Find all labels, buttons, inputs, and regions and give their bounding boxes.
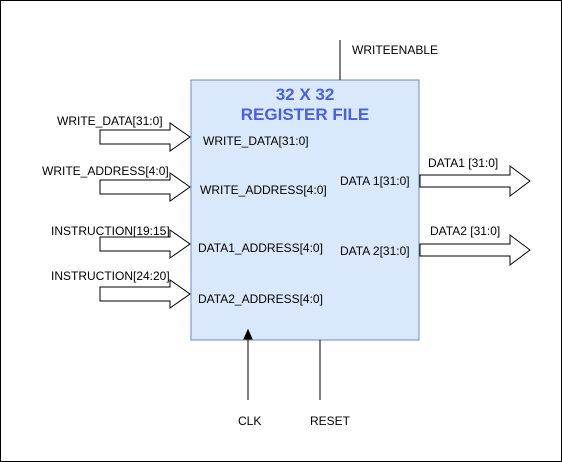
- write-data-port-label: WRITE_DATA[31:0]: [203, 134, 309, 148]
- block-title-line1: 32 X 32: [275, 85, 335, 104]
- write-data-external-label: WRITE_DATA[31:0]: [57, 114, 163, 128]
- clk-arrowhead: [243, 328, 253, 340]
- data1-port-label: DATA 1[31:0]: [340, 174, 410, 188]
- clk-label: CLK: [238, 414, 262, 428]
- instruction-19-15-label: INSTRUCTION[19:15]: [51, 224, 170, 238]
- data1-output-arrow: [419, 165, 531, 197]
- data2-address-port-label: DATA2_ADDRESS[4:0]: [198, 292, 323, 306]
- write-data-input-arrow: [99, 122, 191, 152]
- writeenable-label: WRITEENABLE: [352, 43, 439, 57]
- instruction-24-20-label: INSTRUCTION[24:20]: [51, 269, 170, 283]
- write-address-port-label: WRITE_ADDRESS[4:0]: [200, 183, 327, 197]
- data2-output-arrow: [419, 234, 531, 266]
- data2-external-label: DATA2 [31:0]: [430, 224, 501, 238]
- data2-address-input-arrow: [99, 279, 191, 309]
- block-title-line2: REGISTER FILE: [240, 105, 370, 124]
- data1-address-input-arrow: [99, 229, 191, 259]
- register-file-block: [190, 79, 420, 341]
- write-address-external-label: WRITE_ADDRESS[4:0]: [42, 164, 169, 178]
- data1-external-label: DATA1 [31:0]: [428, 156, 499, 170]
- reset-label: RESET: [310, 414, 351, 428]
- data1-address-port-label: DATA1_ADDRESS[4:0]: [198, 241, 323, 255]
- data2-port-label: DATA 2[31:0]: [340, 244, 410, 258]
- write-address-input-arrow: [99, 172, 191, 202]
